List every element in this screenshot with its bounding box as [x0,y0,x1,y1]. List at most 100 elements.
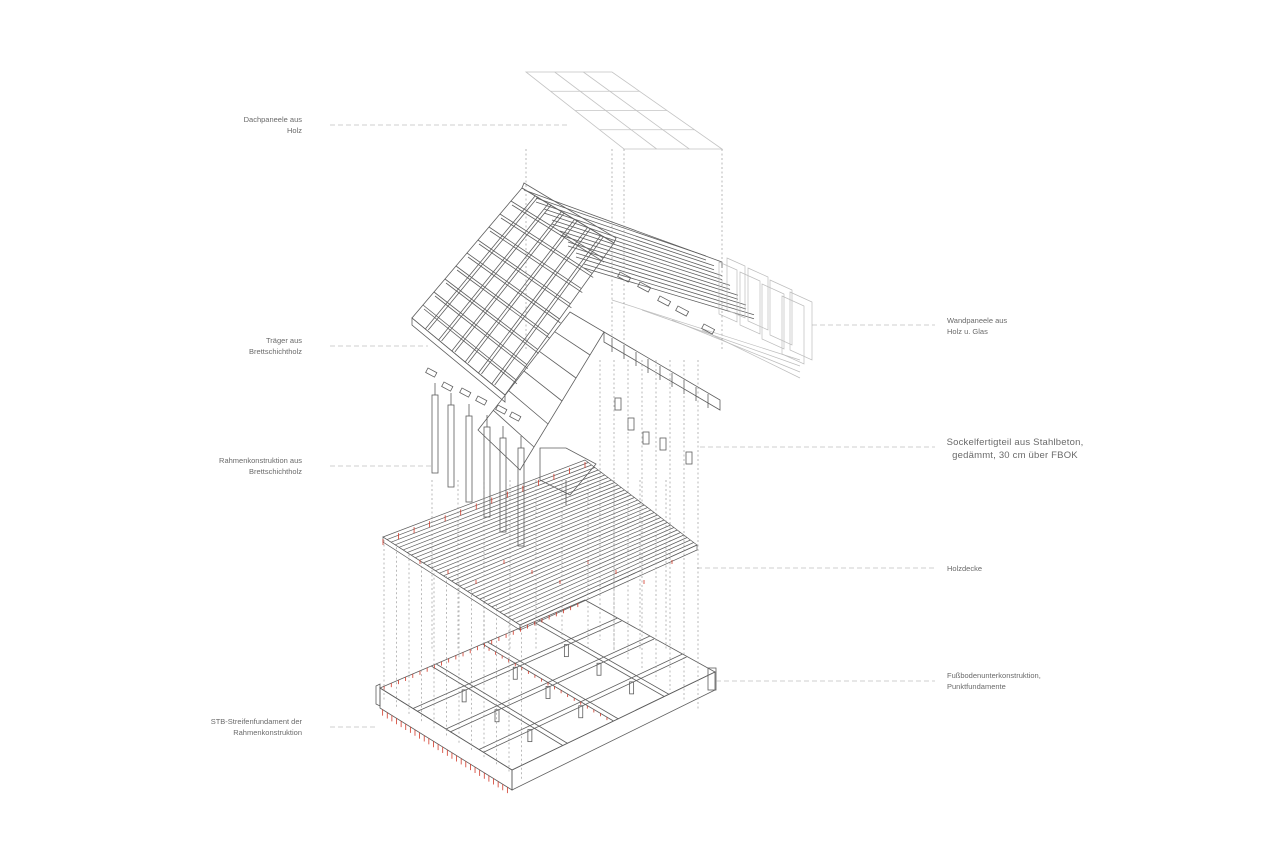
back-edge [523,189,723,263]
deck-board [471,514,658,595]
wall-panel-back [718,261,738,323]
floor-joist [538,619,670,695]
deck-board [491,527,675,608]
rafter [427,196,539,331]
floor-beam [482,656,687,753]
beam-connector [637,281,652,293]
deck-board [386,462,589,540]
back-purlin [543,208,715,267]
deck-edge-front [382,536,521,631]
beam-connector [685,451,693,465]
roof-panel-layer [524,71,724,150]
floor-beam [416,620,622,712]
wall-panel-back [761,283,785,350]
wall-guide [671,319,801,373]
purlin [456,269,550,339]
label-strip-foundation: STB-Streifenfundament der Rahmenkonstruk… [210,717,302,737]
deck-board [403,472,602,551]
roof-ridge-beam [521,182,617,244]
back-purlin [575,256,747,310]
roof-slope-front-outline [477,311,605,471]
beam-connector [675,305,690,317]
wall-guide [701,329,801,379]
point-foundation [596,662,602,676]
point-foundation [494,709,500,723]
floor-joist [487,641,619,720]
deck-board [439,494,632,574]
purlin [445,282,539,354]
rafter [478,227,589,374]
deck-board [451,502,642,582]
floor-joist [436,663,568,744]
label-wall-panels: Wandpaneele aus Holz u. Glas [947,316,1008,336]
back-purlin [575,252,747,306]
back-purlin [551,219,723,276]
rafter [441,204,552,342]
platform [539,447,597,496]
front-purlin [508,390,549,425]
point-foundation [578,705,584,719]
point-foundation [512,666,518,680]
rafter [467,220,578,364]
label-plinth: Sockelfertigteil aus Stahlbeton, gedämmt… [946,437,1084,461]
timber-frame [425,271,716,547]
wall-guide [611,299,801,361]
deck-board [467,512,655,592]
floor-joist [533,621,665,697]
deck-board [427,487,622,566]
beam-connector [509,411,522,422]
deck-board [419,482,615,561]
roof-eave-beam-left [411,317,506,403]
back-purlin [551,223,723,280]
foundation-outline [379,599,716,771]
front-purlin [539,351,577,379]
front-purlin [554,331,591,356]
frame-column [465,415,473,503]
deck-board [483,522,668,603]
point-foundation [629,681,635,695]
deck-board [503,534,684,615]
floor-joist [431,665,563,746]
wall-panel [769,279,793,346]
point-foundation [563,644,569,658]
back-purlin [583,263,755,316]
deck-board [479,519,665,600]
rafter [494,235,605,386]
back-purlin [543,212,715,271]
beam-connector [701,323,716,335]
rafter [438,203,549,341]
label-timber-floor: Holzdecke [947,564,983,573]
deck-board [475,517,661,597]
deck-board [407,474,605,553]
purlin [478,243,572,309]
deck-board [515,542,694,623]
wall-panels [611,257,813,379]
roof-panel-seam [583,71,690,150]
wall-panel [789,291,813,361]
purlin [489,230,583,293]
wall-guide [641,309,801,367]
deck-board [511,539,691,621]
beam-connector [617,271,632,283]
purlin [467,256,561,324]
deck-board [394,467,596,546]
back-purlin [567,241,739,296]
deck-board [423,484,619,564]
deck-board [495,529,678,610]
beam-connector [657,295,672,307]
back-purlin [583,267,755,320]
label-roof-panels: Dachpaneele aus Holz [243,115,302,135]
floor-substructure [375,599,717,791]
frame-column [447,404,455,488]
rafter [491,234,602,385]
back-purlin [567,245,739,300]
deck-board [415,479,612,559]
beam-connector [642,431,650,445]
back-purlin [535,197,707,257]
back-purlin [559,234,731,290]
deck-board [455,504,645,584]
point-foundation [527,729,533,743]
deck-board [499,532,681,613]
label-frame: Rahmenkonstruktion aus Brettschichtholz [219,456,302,476]
